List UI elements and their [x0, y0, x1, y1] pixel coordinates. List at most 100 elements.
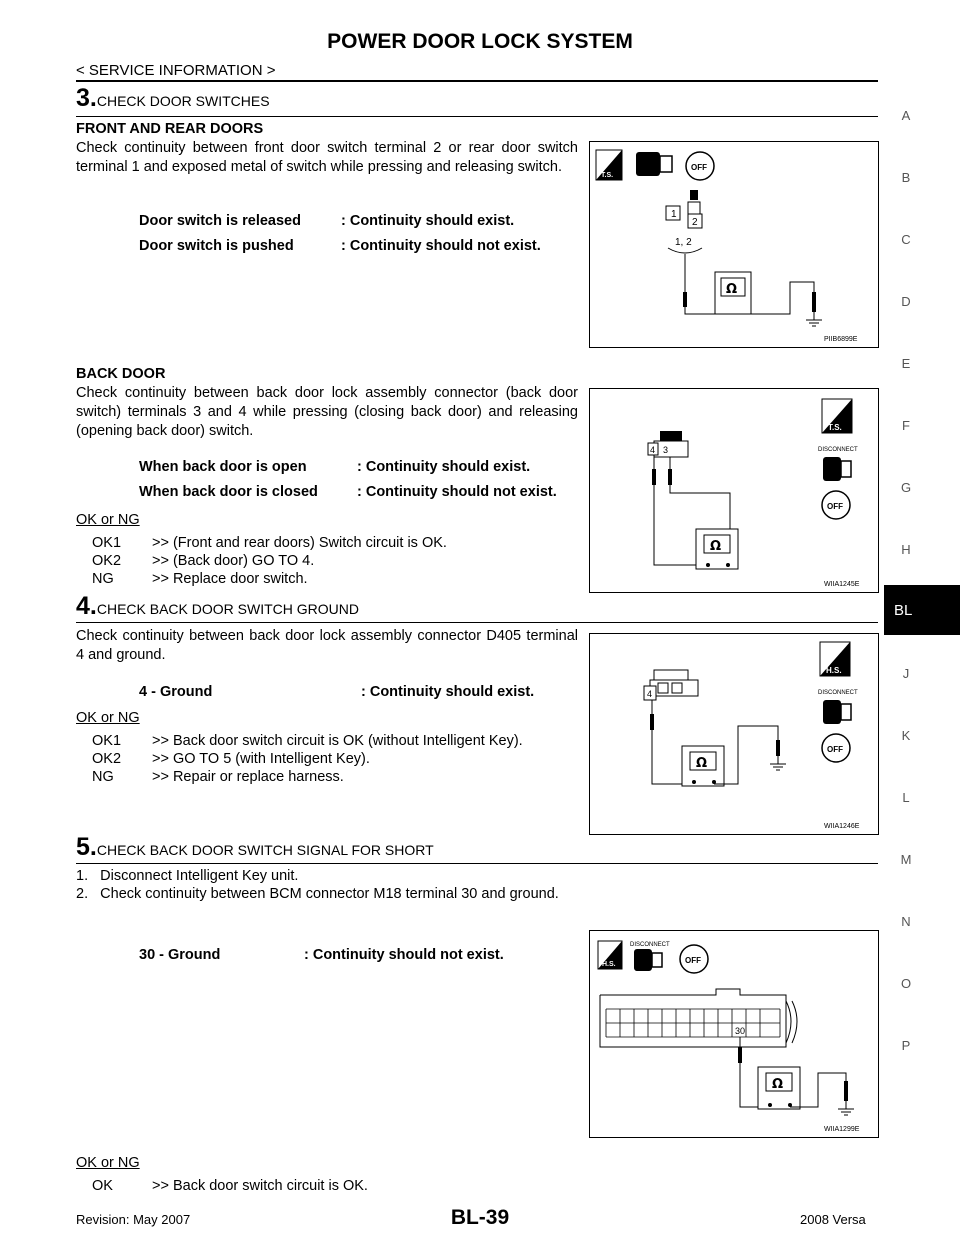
- front-rear-text: Check continuity between front door swit…: [76, 140, 578, 175]
- side-index-e[interactable]: E: [901, 356, 911, 371]
- result-value: >> Repair or replace harness.: [152, 769, 344, 785]
- step-4-text: Check continuity between back door lock …: [76, 628, 578, 663]
- off-key-icon: OFF: [685, 151, 715, 181]
- side-index-n[interactable]: N: [901, 914, 911, 929]
- svg-text:Ω: Ω: [710, 539, 721, 554]
- spec-condition: 4 - Ground: [139, 684, 213, 700]
- step-number: 4.: [76, 592, 97, 620]
- figure-code: WIIA1299E: [824, 1126, 860, 1133]
- svg-text:T.S.: T.S.: [828, 423, 842, 432]
- result-value: >> GO TO 5 (with Intelligent Key).: [152, 751, 370, 767]
- result-key: OK2: [92, 751, 122, 767]
- spec-condition: When back door is open: [139, 459, 307, 475]
- svg-text:H.S.: H.S.: [602, 961, 616, 968]
- side-index-d[interactable]: D: [901, 294, 911, 309]
- result-value: >> Replace door switch.: [152, 571, 308, 587]
- side-index-p[interactable]: P: [901, 1038, 911, 1053]
- ok-ng-label: OK or NG: [76, 512, 140, 528]
- spec-result: : Continuity should exist.: [341, 213, 515, 229]
- side-index-l[interactable]: L: [902, 790, 910, 805]
- page-title: POWER DOOR LOCK SYSTEM: [327, 30, 633, 53]
- step-number: 3.: [76, 84, 97, 112]
- off-key-icon: OFF: [821, 733, 851, 763]
- result-value: >> (Front and rear doors) Switch circuit…: [152, 535, 447, 551]
- off-key-icon: OFF: [821, 490, 851, 520]
- spec-condition: Door switch is released: [139, 213, 301, 229]
- disconnect-label: DISCONNECT: [818, 690, 858, 696]
- back-door-ground-diagram: H.S. DISCONNECT OFF 4 Ω: [643, 641, 860, 830]
- result-key: OK: [92, 1178, 113, 1194]
- figure-back-door-switch: T.S. DISCONNECT OFF 4 3 Ω: [589, 388, 879, 593]
- ok-ng-label: OK or NG: [76, 710, 140, 726]
- side-index-active-tab[interactable]: BL: [884, 585, 960, 635]
- figure-code: WIIA1245E: [824, 581, 860, 588]
- spec-result: : Continuity should exist.: [357, 459, 531, 475]
- spec-condition: 30 - Ground: [139, 947, 221, 963]
- spec-result: : Continuity should exist.: [361, 684, 535, 700]
- svg-text:1: 1: [671, 209, 677, 220]
- bcm-short-diagram: H.S. DISCONNECT OFF: [597, 940, 860, 1133]
- svg-text:2: 2: [692, 217, 698, 228]
- svg-text:4: 4: [647, 689, 652, 699]
- svg-text:1, 2: 1, 2: [675, 237, 692, 248]
- svg-text:H.S.: H.S.: [826, 666, 842, 675]
- footer-model: 2008 Versa: [800, 1212, 866, 1227]
- off-key-icon: OFF: [679, 944, 709, 974]
- spec-condition: Door switch is pushed: [139, 238, 294, 254]
- figure-door-switch: T.S. OFF 1 2 1, 2 Ω: [589, 141, 879, 348]
- side-index-b[interactable]: B: [901, 170, 911, 185]
- disconnect-label: DISCONNECT: [630, 942, 670, 948]
- spec-result: : Continuity should not exist.: [341, 238, 541, 254]
- svg-text:30: 30: [735, 1026, 745, 1036]
- figure-code: PIIB6899E: [824, 336, 858, 343]
- header-rule: [76, 80, 878, 82]
- svg-text:4: 4: [650, 445, 655, 455]
- side-index-m[interactable]: M: [900, 852, 912, 867]
- hs-icon: H.S.: [597, 940, 623, 970]
- side-index-c[interactable]: C: [901, 232, 911, 247]
- svg-text:OFF: OFF: [685, 956, 701, 965]
- side-index-j[interactable]: J: [902, 666, 910, 681]
- side-index-k[interactable]: K: [901, 728, 911, 743]
- footer-revision: Revision: May 2007: [76, 1212, 191, 1227]
- result-key: OK1: [92, 733, 122, 749]
- step-5-item: 1. Disconnect Intelligent Key unit.: [76, 868, 299, 884]
- result-key: NG: [92, 571, 114, 587]
- connector-icon: [823, 457, 852, 481]
- step-4-heading: 4.CHECK BACK DOOR SWITCH GROUND: [76, 592, 359, 621]
- figure-bcm-short: H.S. DISCONNECT OFF: [589, 930, 879, 1138]
- step-3-rule: [76, 116, 878, 117]
- step-4-rule: [76, 622, 878, 623]
- result-value: >> (Back door) GO TO 4.: [152, 553, 315, 569]
- result-value: >> Back door switch circuit is OK.: [152, 1178, 368, 1194]
- step-title: CHECK DOOR SWITCHES: [96, 93, 270, 109]
- ts-icon: T.S.: [595, 149, 623, 181]
- side-index-o[interactable]: O: [900, 976, 912, 991]
- step-title: CHECK BACK DOOR SWITCH GROUND: [96, 601, 359, 617]
- connector-icon: [823, 700, 852, 724]
- hs-icon: H.S.: [819, 641, 851, 677]
- side-index-a[interactable]: A: [901, 108, 911, 123]
- side-index-f[interactable]: F: [902, 418, 910, 433]
- connector-icon: [636, 152, 673, 176]
- svg-text:OFF: OFF: [827, 745, 843, 754]
- svg-text:Ω: Ω: [726, 282, 737, 297]
- ohm-meter: Ω: [652, 457, 739, 570]
- step-5-item: 2. Check continuity between BCM connecto…: [76, 886, 559, 902]
- section-subtitle: < SERVICE INFORMATION >: [76, 62, 276, 79]
- side-index-h[interactable]: H: [901, 542, 911, 557]
- svg-text:Ω: Ω: [696, 756, 707, 771]
- connector-graphic: 4 3: [647, 431, 689, 458]
- svg-text:Ω: Ω: [772, 1077, 783, 1092]
- back-door-heading: BACK DOOR: [76, 366, 166, 382]
- side-index-g[interactable]: G: [900, 480, 912, 495]
- step-3-heading: 3.CHECK DOOR SWITCHES: [76, 84, 270, 113]
- ohm-meter: Ω: [738, 1037, 854, 1116]
- result-key: OK1: [92, 535, 122, 551]
- bcm-connector: 30: [599, 988, 798, 1048]
- spec-result: : Continuity should not exist.: [357, 484, 557, 500]
- step-5-rule: [76, 863, 878, 864]
- back-door-text: Check continuity between back door lock …: [76, 385, 578, 439]
- result-key: OK2: [92, 553, 122, 569]
- step-title: CHECK BACK DOOR SWITCH SIGNAL FOR SHORT: [96, 842, 434, 858]
